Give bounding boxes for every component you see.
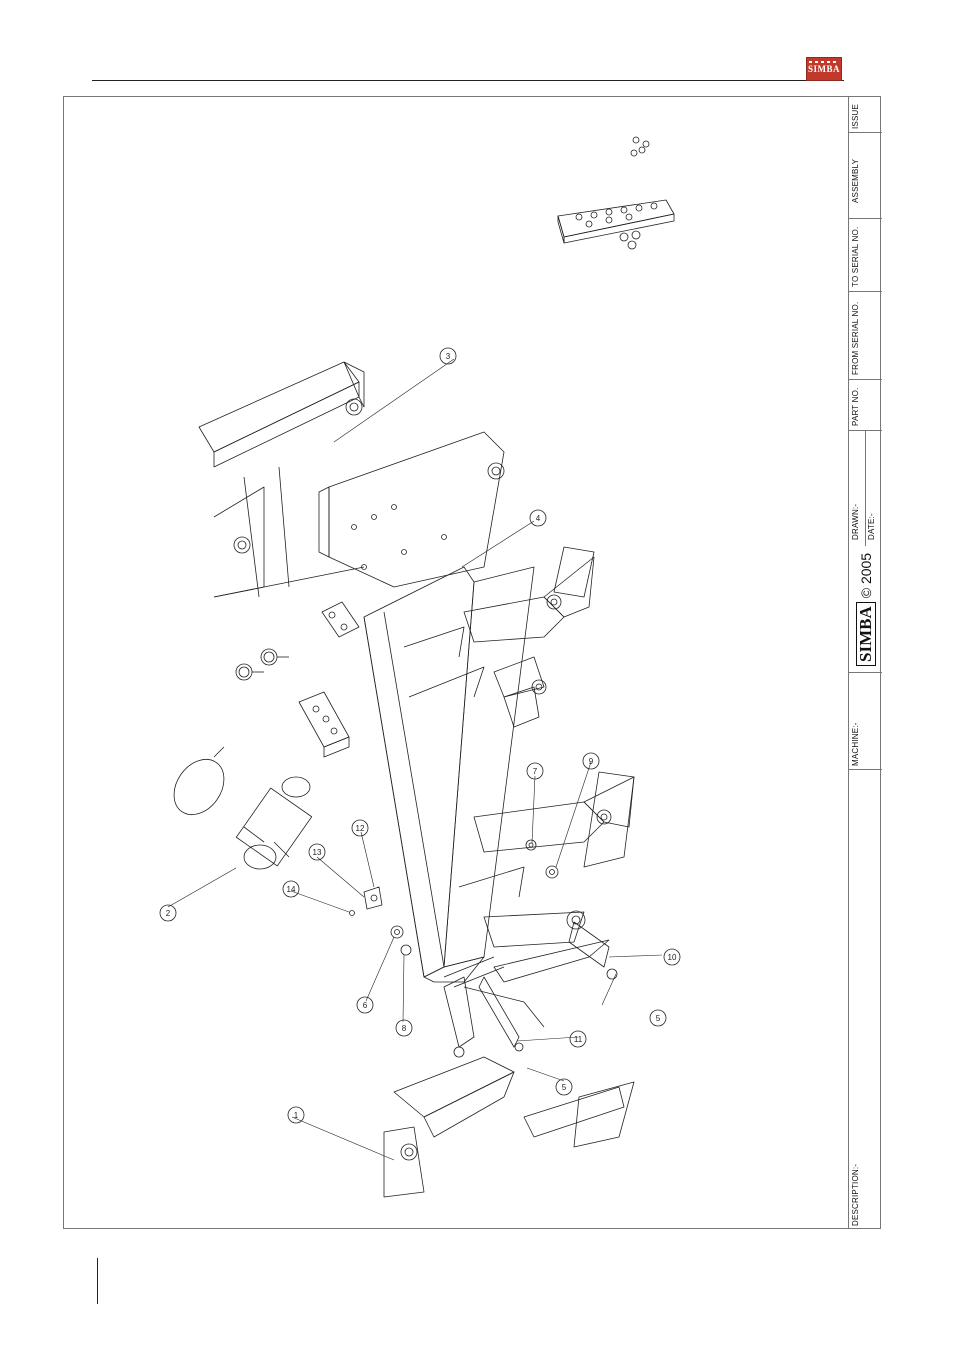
callout-label: 10 xyxy=(668,953,677,962)
accumulator-part xyxy=(164,747,312,869)
valve-block-part xyxy=(558,137,674,249)
brand-mark: SIMBA xyxy=(856,602,876,666)
callout-label: 13 xyxy=(313,848,322,857)
title-block-divider xyxy=(849,672,882,673)
drawn-label: DRAWN:- xyxy=(851,504,860,540)
hardware-part xyxy=(350,840,559,955)
callout-label: 4 xyxy=(536,514,541,523)
callout-label: 6 xyxy=(363,1001,368,1010)
footer-rule xyxy=(97,1258,98,1304)
callout-label: 8 xyxy=(402,1024,407,1033)
simba-logo: SIMBA xyxy=(806,57,842,81)
logo-text: SIMBA xyxy=(808,64,840,74)
assembly-label: ASSEMBLY xyxy=(851,159,860,203)
callout-label: 9 xyxy=(589,757,594,766)
callout-label: 12 xyxy=(356,824,365,833)
copyright-year: © 2005 xyxy=(858,553,874,598)
callout-bubbles xyxy=(160,348,680,1123)
from-serial-label: FROM SERIAL NO. xyxy=(851,302,860,375)
callout-label: 5 xyxy=(562,1083,567,1092)
header-rule xyxy=(92,80,844,81)
callout-label: 1 xyxy=(294,1111,299,1120)
callout-label: 7 xyxy=(533,767,538,776)
callout-label: 5 xyxy=(656,1014,661,1023)
gauge-part xyxy=(236,649,289,680)
part-no-label: PART NO. xyxy=(851,388,860,427)
title-block-divider xyxy=(849,218,882,219)
title-block-divider xyxy=(849,769,882,770)
title-block-divider xyxy=(849,132,882,133)
callout-label: 3 xyxy=(446,352,451,361)
issue-label: ISSUE xyxy=(851,104,860,129)
pin-part xyxy=(479,922,617,1051)
title-block-divider xyxy=(849,379,882,380)
exploded-parts-drawing: 1 2 3 4 5 5 6 7 8 9 10 11 12 13 14 xyxy=(64,97,848,1228)
main-beam-part xyxy=(364,567,534,982)
manifold-part xyxy=(299,602,359,757)
headstock-frame-part xyxy=(199,362,504,597)
hydraulic-ram-part xyxy=(444,957,544,1057)
title-block-brand: SIMBA © 2005 xyxy=(856,553,876,666)
title-block-divider xyxy=(865,430,866,546)
callout-label: 14 xyxy=(287,885,296,894)
callout-label: 2 xyxy=(166,909,171,918)
title-block-divider xyxy=(849,291,882,292)
date-label: DATE:- xyxy=(867,513,876,540)
machine-label: MACHINE:- xyxy=(851,722,860,766)
to-serial-label: TO SERIAL NO. xyxy=(851,227,860,287)
description-label: DESCRIPTION:- xyxy=(851,1164,860,1226)
callout-label: 11 xyxy=(574,1035,583,1044)
